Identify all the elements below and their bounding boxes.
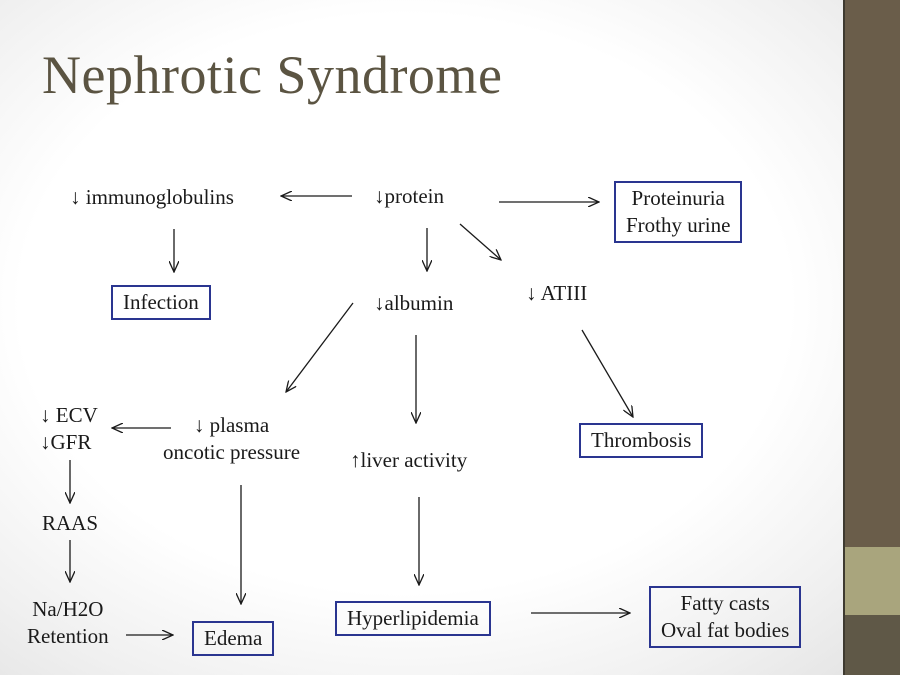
node-immunoglobulins: ↓ immunoglobulins [70,185,234,209]
plasma-label: ↓ plasma [193,413,270,437]
node-ecv-gfr: ↓ ECV ↓GFR [40,402,98,456]
node-thrombosis: Thrombosis [579,423,704,458]
node-plasma-oncotic-pressure: ↓ plasma oncotic pressure [163,412,300,466]
gfr-label: ↓GFR [40,430,92,454]
na-h2o-label: Na/H2O [32,597,104,621]
theme-sidebar-bottom [845,615,900,675]
node-atiii: ↓ ATIII [526,281,588,305]
node-raas: RAAS [42,511,99,535]
node-hyperlipidemia: Hyperlipidemia [335,601,491,636]
fatty-casts-label: Fatty casts [680,591,770,615]
node-retention: Na/H2O Retention [27,596,109,650]
node-fatty-casts: Fatty casts Oval fat bodies [649,586,802,648]
node-liver-activity: ↑liver activity [350,448,468,472]
ecv-label: ↓ ECV [40,403,98,427]
retention-label: Retention [27,624,109,648]
oncotic-pressure-label: oncotic pressure [163,440,301,464]
node-protein: ↓protein [374,184,444,208]
node-infection: Infection [111,285,211,320]
frothy-urine-label: Frothy urine [626,213,731,237]
node-albumin: ↓albumin [374,291,454,315]
slide: Nephrotic Syndrome ↓protein ↓ immunoglob… [27,45,802,656]
theme-sidebar-accent [845,547,900,615]
slide-title: Nephrotic Syndrome [42,45,503,105]
node-proteinuria: Proteinuria Frothy urine [614,181,743,243]
oval-fat-bodies-label: Oval fat bodies [661,618,790,642]
proteinuria-label: Proteinuria [631,186,725,210]
node-edema: Edema [192,621,275,656]
